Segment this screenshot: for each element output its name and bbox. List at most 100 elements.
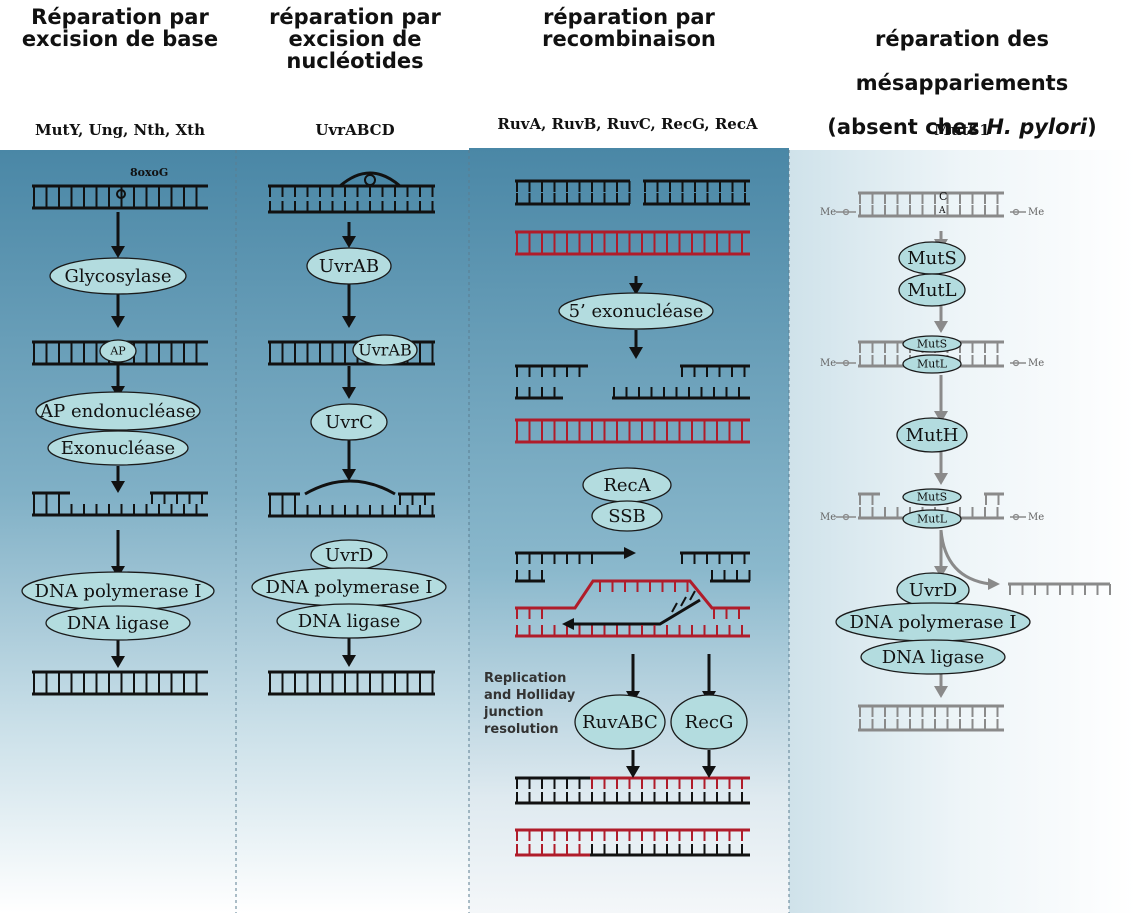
col4-title-pre: (absent chez [827, 115, 987, 139]
c2-arrow-3 [342, 366, 356, 399]
c2-uvrd-enzyme: UvrD [310, 539, 388, 571]
c1-arrow-1 [111, 212, 125, 258]
c1-dna-polymerase-label: DNA polymerase I [35, 581, 202, 602]
col4-title-line2: mésappariements [855, 71, 1069, 95]
note-line1: Replication [484, 671, 566, 686]
mismatch-c-label: C [939, 190, 947, 203]
mutl-bound-2: MutL [902, 509, 962, 529]
c2-dna-ligase-label: DNA ligase [298, 611, 401, 632]
col4-title: réparation des mésappariements (absent c… [788, 6, 1136, 160]
c3-dna-1-bottom-right [643, 193, 750, 206]
reca-enzyme: RecA [582, 467, 672, 503]
strand-invasion-arrow [600, 547, 636, 559]
c4-arrow-5 [934, 530, 948, 578]
c1-dna-1-bottom [32, 197, 208, 210]
exonuclease-enzyme-label: Exonucléase [61, 438, 175, 459]
c4-dna-4-bottom [858, 719, 1004, 732]
c3-dna-3-bottom-right [710, 570, 751, 583]
c4-row2-me-right: Me [1028, 358, 1044, 369]
c4-row3-me-left: Me [820, 512, 836, 523]
c1-dna-3-bottom [32, 504, 208, 517]
glycosylase-enzyme-label: Glycosylase [64, 266, 171, 287]
c2-dna-1-bottom [268, 201, 435, 214]
exonuclease-5-enzyme: 5’ exonucléase [558, 292, 714, 330]
mutl-bound-2-label: MutL [917, 513, 948, 526]
d-loop [515, 579, 750, 626]
col2-enzymes: UvrABCD [315, 121, 395, 139]
c2-arrow-4 [342, 440, 356, 481]
c3-result-1-bottom-black [515, 792, 750, 805]
ruvabc-enzyme: RuvABC [574, 694, 666, 750]
c2-dna-ligase: DNA ligase [276, 603, 422, 639]
muts-bound-2: MutS [902, 488, 962, 506]
ssb-protein: SSB [591, 500, 663, 532]
ap-site: AP [99, 339, 137, 363]
c2-dna-1-bulge [339, 171, 401, 188]
c1-dna-ligase: DNA ligase [45, 605, 191, 641]
c4-uvrd-enzyme-label: UvrD [909, 580, 957, 601]
uvrab-enzyme-label: UvrAB [319, 256, 379, 277]
exonuclease-enzyme: Exonucléase [47, 430, 189, 466]
c4-excised-strand [1008, 582, 1111, 595]
muts-bound-1-label: MutS [917, 338, 947, 351]
col3-title: réparation par recombinaison [542, 5, 716, 51]
c2-dna-4-top [268, 670, 435, 683]
c1-dna-1-top [32, 184, 208, 197]
muts-enzyme-label: MutS [907, 248, 957, 269]
c3-dna-1-top-left [515, 179, 631, 192]
uvrab-enzyme: UvrAB [306, 247, 392, 285]
ssb-protein-label: SSB [608, 506, 646, 527]
c3-result-2-bottom-black [590, 844, 750, 857]
c2-dna-polymerase: DNA polymerase I [251, 567, 447, 607]
mutl-enzyme-label: MutL [907, 280, 956, 301]
recg-enzyme-label: RecG [685, 712, 734, 733]
ap-endonuclease-enzyme: AP endonucléase [35, 391, 201, 431]
c3-arrow-4 [702, 750, 716, 778]
c1-dna-3-left [32, 491, 70, 504]
c3-dna-3-top-right [680, 551, 750, 564]
c3-dna-3-top-left [515, 551, 600, 564]
c3-dna-1-top-right [643, 179, 750, 192]
uvrc-enzyme-label: UvrC [325, 412, 373, 433]
lesion-mark [116, 189, 126, 199]
c3-dna-2-top-right [680, 364, 750, 377]
c3-dna-homolog-1-top [515, 230, 750, 243]
c3-dna-1-bottom-left [515, 193, 631, 206]
uvrc-enzyme: UvrC [310, 403, 388, 441]
c1-dna-polymerase: DNA polymerase I [21, 571, 215, 611]
c3-dna-homolog-2-bottom [515, 431, 750, 444]
col4-panel [789, 150, 1136, 913]
c3-dna-2-bottom-left [515, 387, 563, 400]
c4-row2-me-left: Me [820, 358, 836, 369]
extension-arrow [562, 618, 640, 630]
glycosylase-enzyme: Glycosylase [49, 257, 187, 295]
col4-title-species: H. pylori [986, 115, 1088, 139]
ruvabc-enzyme-label: RuvABC [582, 712, 658, 733]
c2-dna-4-bottom [268, 683, 435, 696]
col1-enzymes: MutY, Ung, Nth, Xth [34, 121, 206, 139]
c4-uvrd-enzyme: UvrD [896, 572, 970, 608]
c4-dna-3-top-left [858, 492, 880, 505]
col2-title: réparation par excision de nucléotides [269, 5, 441, 73]
lesion-8oxog-label: 8oxoG [130, 166, 168, 179]
c1-dna-4-bottom [32, 683, 208, 696]
c1-dna-ligase-label: DNA ligase [67, 613, 170, 634]
muts-bound-1: MutS [902, 335, 962, 353]
col3-note: Replication and Holliday junction resolu… [483, 671, 580, 737]
c3-dna-3-bottom-left [515, 570, 545, 583]
c2-dna-1-top [268, 184, 435, 197]
col4-title-line1: réparation des [874, 27, 1050, 51]
c2-dna-3-bottom [268, 505, 435, 518]
c3-arrow-3 [626, 750, 640, 778]
c1-arrow-2 [111, 294, 125, 328]
c3-dna-3-red-bottom [515, 625, 750, 638]
note-line4: resolution [484, 722, 558, 737]
muth-enzyme-label: MutH [906, 425, 959, 446]
c3-result-2-bottom-red [515, 844, 590, 857]
c4-row3-me-right: Me [1028, 512, 1044, 523]
mutl-bound-1: MutL [902, 354, 962, 374]
c1-dna-3-right [150, 491, 208, 504]
col4-enzymes: MutS1 [934, 121, 990, 139]
c2-dna-3-left [268, 492, 300, 505]
exonuclease-5-enzyme-label: 5’ exonucléase [569, 301, 704, 322]
